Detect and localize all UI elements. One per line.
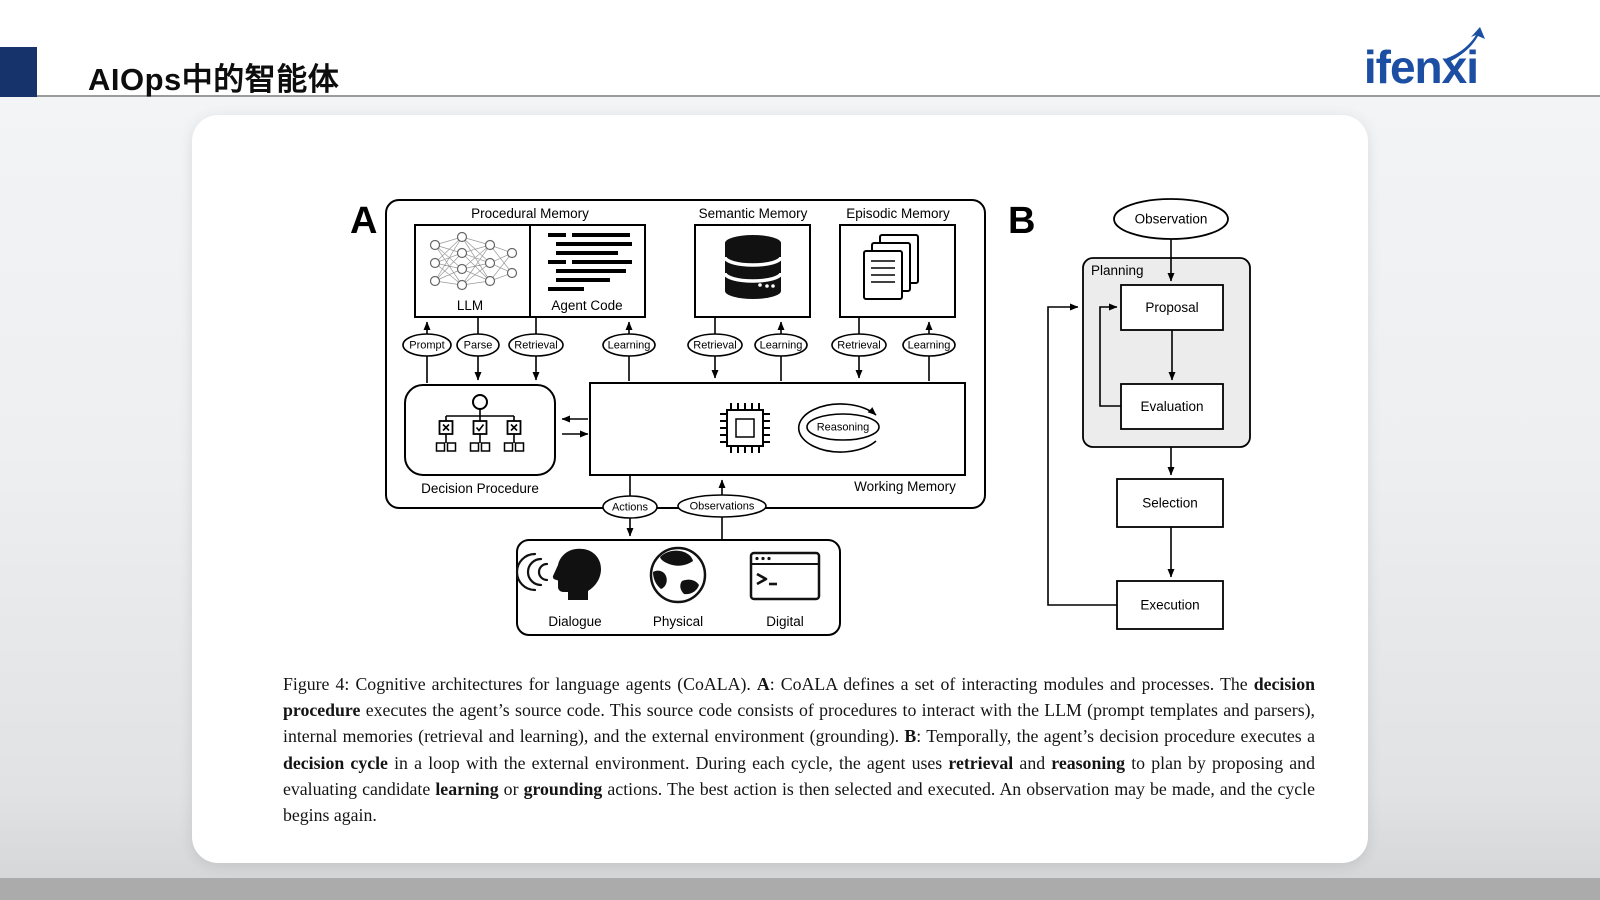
planning-label: Planning <box>1091 263 1144 278</box>
learning2-oval <box>754 333 808 357</box>
learning2-label: Learning <box>760 340 803 352</box>
digital-label: Digital <box>766 614 804 629</box>
globe-icon <box>649 546 707 604</box>
retrieval2-oval <box>687 333 743 357</box>
llm-label: LLM <box>457 298 483 313</box>
database-icon <box>723 235 783 299</box>
reasoning-loop-arrow <box>797 403 877 453</box>
agent-code-label: Agent Code <box>551 298 622 313</box>
execution-box <box>1116 580 1224 630</box>
header-accent-block <box>0 47 37 97</box>
panel-a: A Procedural Memory Semantic Memory Epis… <box>350 199 986 636</box>
learning3-oval <box>902 333 956 357</box>
observations-oval <box>677 494 767 518</box>
learning3-label: Learning <box>908 340 951 352</box>
neural-network-icon <box>429 231 518 291</box>
physical-label: Physical <box>653 614 703 629</box>
footer-strip <box>0 878 1600 900</box>
decision-procedure-label: Decision Procedure <box>421 481 539 496</box>
panel-a-label: A <box>350 200 377 242</box>
episodic-memory-label: Episodic Memory <box>846 206 950 221</box>
ifenxi-logo-text: ifenxi <box>1363 41 1479 93</box>
cpu-chip-icon <box>720 403 770 453</box>
parse-label: Parse <box>464 340 493 352</box>
prompt-label: Prompt <box>409 340 444 352</box>
code-lines-icon <box>548 233 632 291</box>
learning1-label: Learning <box>608 340 651 352</box>
retrieval3-oval <box>831 333 887 357</box>
selection-label: Selection <box>1142 496 1198 511</box>
working-memory-label: Working Memory <box>854 479 956 494</box>
semantic-memory-label: Semantic Memory <box>699 206 808 221</box>
execution-label: Execution <box>1140 598 1199 613</box>
retrieval1-label: Retrieval <box>514 340 557 352</box>
actions-label: Actions <box>612 502 649 514</box>
prompt-oval <box>402 333 452 357</box>
terminal-icon <box>749 551 821 601</box>
dialogue-label: Dialogue <box>548 614 601 629</box>
documents-icon <box>863 234 919 300</box>
decision-tree-icon <box>435 394 525 452</box>
ifenxi-logo-swoosh-icon <box>1447 27 1485 62</box>
working-memory-box <box>589 382 966 476</box>
procedural-memory-label: Procedural Memory <box>471 206 589 221</box>
coala-figure: A Procedural Memory Semantic Memory Epis… <box>350 198 1251 636</box>
learning1-oval <box>602 333 656 357</box>
panel-b: B Observation Planning Proposal Evaluati… <box>1008 198 1251 630</box>
parse-oval <box>456 333 500 357</box>
figure-caption: Figure 4: Cognitive architectures for la… <box>283 674 1315 826</box>
actions-oval <box>602 495 658 519</box>
retrieval1-oval <box>508 333 564 357</box>
page-title: AIOps中的智能体 <box>88 62 340 97</box>
ifenxi-logo: ifenxi <box>1363 27 1485 94</box>
retrieval2-label: Retrieval <box>693 340 736 352</box>
evaluation-label: Evaluation <box>1140 399 1203 414</box>
speaking-head-icon <box>515 548 601 600</box>
slide-card: A Procedural Memory Semantic Memory Epis… <box>192 115 1368 863</box>
selection-box <box>1116 478 1224 528</box>
arrow-evaluation-to-proposal-loop <box>1099 303 1121 407</box>
slide-header: AIOps中的智能体 ifenxi <box>0 0 1600 97</box>
arrow-execution-to-planning-loop <box>1047 303 1117 606</box>
observation-label: Observation <box>1135 212 1208 227</box>
retrieval3-label: Retrieval <box>837 340 880 352</box>
observations-label: Observations <box>690 501 755 513</box>
reasoning-label: Reasoning <box>817 422 870 434</box>
proposal-label: Proposal <box>1145 300 1198 315</box>
panel-b-label: B <box>1008 200 1035 242</box>
reasoning-oval <box>806 413 880 441</box>
